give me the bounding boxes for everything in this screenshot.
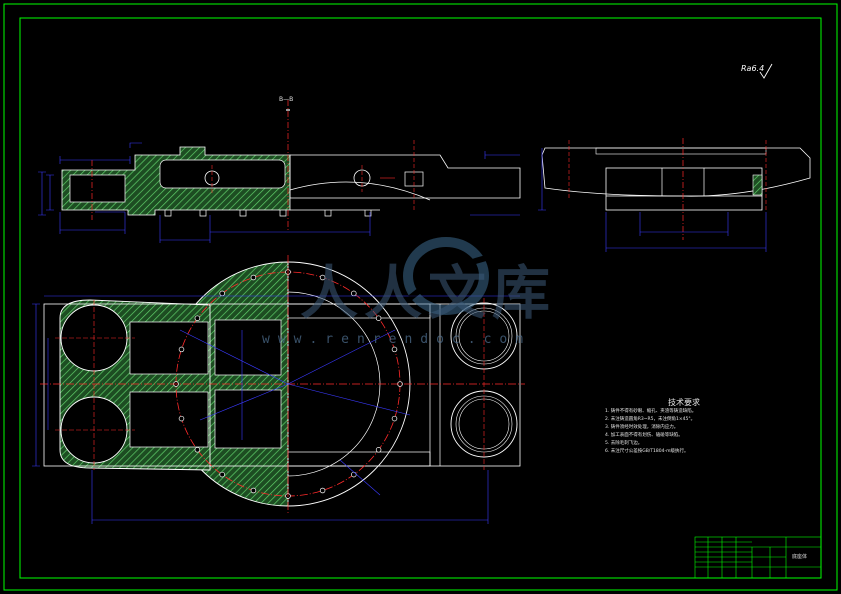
bolt-hole — [391, 415, 398, 422]
bolt-hole — [319, 487, 326, 494]
bolt-hole — [219, 290, 225, 297]
top-view-body-outline — [43, 303, 521, 467]
front-section-cavity — [159, 159, 286, 189]
bolt-hole — [351, 471, 357, 478]
side-view-top-rib — [595, 147, 767, 155]
watermark-url: www.renrendoc.com — [262, 332, 532, 347]
tech-note: 6. 未注尺寸公差按GB/T1804-m级执行。 — [605, 449, 689, 454]
top-view-rib-lower — [287, 451, 431, 467]
side-view-dimensions — [538, 148, 767, 252]
bolt-hole — [194, 447, 201, 453]
top-view-arm-cavity-upper — [129, 321, 209, 375]
bolt-hole — [194, 315, 201, 321]
top-view-inner-cavity-lower — [214, 389, 282, 449]
title-block-part-name: 底座体 — [792, 554, 808, 560]
bolt-hole — [375, 315, 382, 321]
roughness-symbol — [759, 63, 773, 79]
front-section-view — [38, 100, 521, 243]
section-label: B—B — [279, 96, 294, 103]
outer-frame — [3, 3, 838, 591]
tech-note: 1. 铸件不得有砂眼、缩孔、夹渣等铸造缺陷。 — [605, 409, 697, 414]
bolt-hole — [250, 487, 257, 494]
top-view — [32, 255, 525, 524]
top-view-leaders — [32, 295, 520, 524]
tech-requirements-notes: 1. 铸件不得有砂眼、缩孔、夹渣等铸造缺陷。 2. 未注铸造圆角R3~R5，未注… — [605, 408, 696, 456]
side-view — [538, 138, 811, 252]
tech-note: 2. 未注铸造圆角R3~R5，未注倒角1×45°。 — [605, 417, 696, 422]
bolt-hole — [391, 346, 398, 353]
side-view-hatched-lug — [752, 174, 763, 196]
bolt-hole — [375, 447, 382, 453]
front-view-curve — [289, 181, 431, 201]
tech-note: 3. 铸件须经时效处理，消除内应力。 — [605, 425, 679, 430]
front-view-dimensions — [38, 142, 520, 243]
bolt-hole — [178, 415, 185, 422]
side-view-outline — [541, 147, 811, 197]
top-view-arm-cavity-lower — [129, 391, 209, 448]
top-view-inner-cavity-upper — [214, 319, 282, 376]
tech-note: 4. 加工表面不得有划伤、磕碰等缺陷。 — [605, 433, 683, 438]
bolt-hole — [319, 274, 326, 281]
bolt-hole — [178, 346, 185, 353]
front-view-right-body — [289, 154, 521, 199]
inner-frame — [19, 17, 822, 579]
front-section-left-pocket — [69, 174, 126, 203]
front-view-t-slots — [164, 210, 372, 217]
bolt-hole — [250, 274, 257, 281]
roughness-label: Ra6.4 — [741, 64, 765, 73]
bolt-hole — [219, 471, 225, 478]
title-block — [694, 536, 822, 579]
tech-requirements-title: 技术要求 — [668, 398, 700, 407]
side-view-base — [605, 167, 763, 211]
tech-note: 5. 去除毛刺飞边。 — [605, 441, 643, 446]
watermark-text: 人人文库 — [300, 259, 557, 327]
